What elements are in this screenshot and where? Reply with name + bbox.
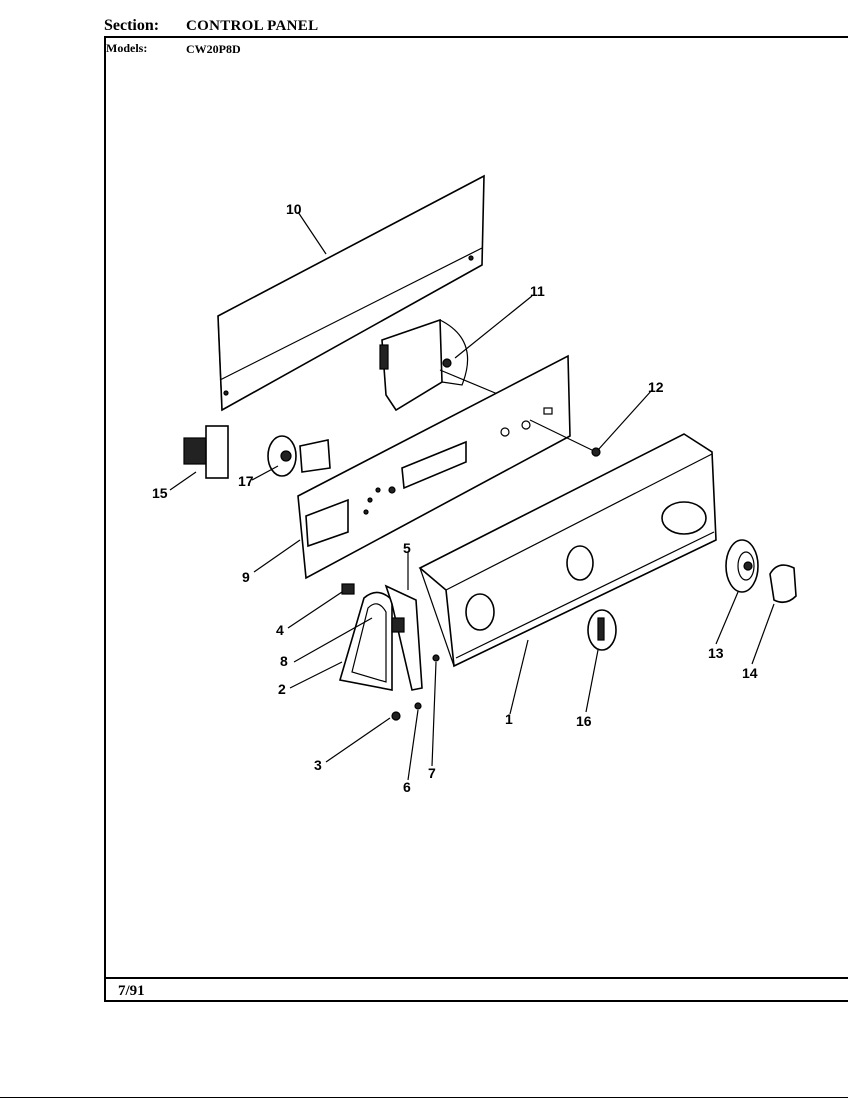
callout-4: 4	[276, 622, 284, 638]
callout-5: 5	[403, 540, 411, 556]
callout-14: 14	[742, 665, 758, 681]
callout-10: 10	[286, 201, 302, 217]
part-15-switch	[183, 425, 229, 479]
part-11-timer	[379, 318, 501, 412]
callout-17: 17	[238, 473, 254, 489]
models-label: Models:	[106, 41, 148, 55]
callout-3: 3	[314, 757, 322, 773]
part-9-console-panel	[297, 354, 597, 580]
section-value: CONTROL PANEL	[186, 18, 319, 34]
part-2-bracket	[338, 591, 393, 691]
models-value: CW20P8D	[186, 42, 241, 56]
callout-1: 1	[505, 711, 513, 727]
part-13-dial	[725, 539, 759, 593]
part-14-knob	[769, 564, 797, 604]
diagram-frame	[104, 36, 848, 1002]
callout-2: 2	[278, 681, 286, 697]
part-5-rail	[384, 584, 423, 691]
leader-lines	[169, 211, 775, 781]
revision-date: 7/91	[118, 983, 145, 999]
part-8-clip	[391, 617, 405, 633]
part-16-knob	[587, 609, 617, 651]
part-1-front-console	[418, 433, 717, 668]
part-7-screw	[432, 654, 440, 662]
callout-6: 6	[403, 779, 411, 795]
part-6-screw	[414, 702, 422, 710]
callout-12: 12	[648, 379, 664, 395]
callout-8: 8	[280, 653, 288, 669]
callout-labels: 10 11 12 15 17 9 5 4 8 2 3 6 7 1 16 13 1…	[152, 201, 758, 795]
callout-7: 7	[428, 765, 436, 781]
callout-16: 16	[576, 713, 592, 729]
section-label: Section:	[104, 17, 160, 34]
part-10-panel	[217, 174, 485, 412]
part-4-clip	[341, 583, 355, 595]
callout-9: 9	[242, 569, 250, 585]
page-bottom-rule	[0, 1097, 848, 1098]
callout-15: 15	[152, 485, 168, 501]
footer-rule	[104, 977, 848, 979]
part-17-selector	[267, 435, 331, 477]
part-3-screw	[391, 711, 401, 721]
callout-11: 11	[530, 283, 545, 299]
callout-13: 13	[708, 645, 724, 661]
